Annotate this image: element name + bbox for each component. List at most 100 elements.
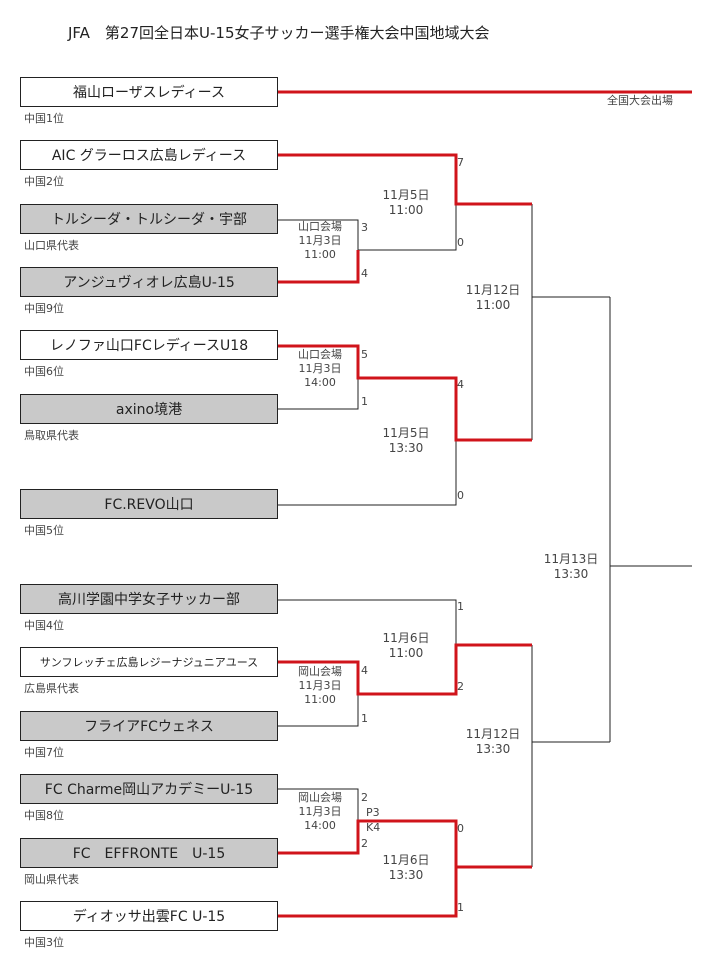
page-title: JFA 第27回全日本U-15女子サッカー選手権大会中国地域大会 [68, 24, 490, 42]
team-seed: 中国9位 [24, 302, 64, 315]
pk-score: P3 [366, 806, 380, 819]
venue-time: 11:00 [304, 693, 336, 706]
score: 1 [361, 712, 368, 725]
winner-line-anju [278, 250, 360, 284]
match-label: 11月12日 13:30 [459, 727, 527, 757]
venue-label: 岡山会場 11月3日 11:00 [292, 665, 348, 707]
line-final [609, 297, 692, 742]
match-date: 11月12日 [465, 283, 521, 297]
team-seed: 広島県代表 [24, 682, 79, 695]
match-label: 11月6日 13:30 [375, 853, 437, 883]
match-label: 11月5日 11:00 [375, 188, 437, 218]
team-seed: 中国2位 [24, 175, 64, 188]
venue-time: 14:00 [304, 376, 336, 389]
venue-name: 山口会場 [298, 220, 342, 233]
winner-line-effronte [278, 819, 458, 867]
team-name: 高川学園中学女子サッカー部 [58, 592, 240, 608]
winner-line-aic [278, 153, 532, 206]
team-seed: 岡山県代表 [24, 873, 79, 886]
team-box-renofa: レノファ山口FCレディースU18 [20, 330, 278, 360]
match-time: 13:30 [475, 742, 511, 756]
match-time: 11:00 [475, 298, 511, 312]
line-r1-okayama-b [278, 788, 359, 821]
line-r2-nov6-am [278, 599, 457, 648]
venue-time: 11:00 [304, 248, 336, 261]
match-date: 11月13日 [543, 552, 599, 566]
venue-name: 岡山会場 [298, 665, 342, 678]
team-name: 福山ローザスレディース [73, 85, 225, 101]
venue-date: 11月3日 [298, 679, 342, 692]
line-r1-yamaguchi-b [278, 378, 359, 410]
match-label: 11月5日 13:30 [375, 426, 437, 456]
score: 2 [361, 791, 368, 804]
team-seed: 中国7位 [24, 746, 64, 759]
team-name: FC Charme岡山アカデミーU-15 [44, 782, 254, 798]
venue-date: 11月3日 [298, 234, 342, 247]
team-name: ディオッサ出雲FC U-15 [72, 909, 226, 925]
team-seed: 山口県代表 [24, 239, 79, 252]
team-box-charme: FC Charme岡山アカデミーU-15 [20, 774, 278, 804]
venue-label: 山口会場 11月3日 11:00 [292, 220, 348, 262]
team-name: フライアFCウェネス [84, 719, 214, 735]
team-box-revo: FC.REVO山口 [20, 489, 278, 519]
team-seed: 中国6位 [24, 365, 64, 378]
team-box-effronte: FC EFFRONTE U-15 [20, 838, 278, 868]
line-r2-nov5-pm [278, 440, 457, 506]
team-box-diossa: ディオッサ出雲FC U-15 [20, 901, 278, 931]
line-r1-yamaguchi-a [278, 219, 359, 250]
team-box-fukuyama: 福山ローザスレディース [20, 77, 278, 107]
team-name: AIC グラーロス広島レディース [51, 148, 247, 164]
score: 0 [457, 822, 464, 835]
winner-line-renofa [278, 344, 532, 442]
match-date: 11月12日 [465, 727, 521, 741]
line-r3-nov12-pm [531, 645, 610, 867]
team-seed: 中国4位 [24, 619, 64, 632]
match-time: 13:30 [388, 868, 424, 882]
team-box-sanfrecce: サンフレッチェ広島レジーナジュニアユース [20, 647, 278, 677]
team-name: FC EFFRONTE U-15 [72, 846, 226, 862]
team-name: FC.REVO山口 [104, 497, 194, 513]
team-box-fraia: フライアFCウェネス [20, 711, 278, 741]
venue-time: 14:00 [304, 819, 336, 832]
match-date: 11月5日 [382, 426, 430, 440]
score: 0 [457, 489, 464, 502]
national-qualifier-label: 全国大会出場 [607, 94, 673, 107]
score: 1 [361, 395, 368, 408]
score: 5 [361, 348, 368, 361]
team-box-anju: アンジュヴィオレ広島U-15 [20, 267, 278, 297]
match-time: 11:00 [388, 646, 424, 660]
venue-label: 岡山会場 11月3日 14:00 [292, 791, 348, 833]
team-name: サンフレッチェ広島レジーナジュニアユース [39, 656, 259, 669]
match-date: 11月6日 [382, 631, 430, 645]
match-time: 13:30 [388, 441, 424, 455]
venue-date: 11月3日 [298, 805, 342, 818]
team-name: axino境港 [115, 402, 183, 418]
pk-score: K4 [366, 821, 381, 834]
score: 7 [457, 156, 464, 169]
winner-line-diossa [278, 865, 532, 918]
line-r3-nov12-am [531, 204, 610, 440]
team-seed: 鳥取県代表 [24, 429, 79, 442]
score: 4 [361, 664, 368, 677]
team-box-takagawa: 高川学園中学女子サッカー部 [20, 584, 278, 614]
venue-name: 山口会場 [298, 348, 342, 361]
team-name: レノファ山口FCレディースU18 [49, 338, 249, 354]
team-seed: 中国5位 [24, 524, 64, 537]
line-r1-okayama-a [278, 694, 359, 727]
match-label: 11月6日 11:00 [375, 631, 437, 661]
venue-date: 11月3日 [298, 362, 342, 375]
winner-line-sanfrecce [278, 643, 532, 696]
score: 2 [457, 680, 464, 693]
venue-label: 山口会場 11月3日 14:00 [292, 348, 348, 390]
score: 1 [457, 901, 464, 914]
match-label: 11月12日 11:00 [459, 283, 527, 313]
score: 1 [457, 600, 464, 613]
team-name: アンジュヴィオレ広島U-15 [63, 275, 235, 291]
team-name: トルシーダ・トルシーダ・宇部 [51, 212, 247, 228]
team-box-aic: AIC グラーロス広島レディース [20, 140, 278, 170]
match-date: 11月6日 [382, 853, 430, 867]
score: 0 [457, 236, 464, 249]
match-time: 11:00 [388, 203, 424, 217]
